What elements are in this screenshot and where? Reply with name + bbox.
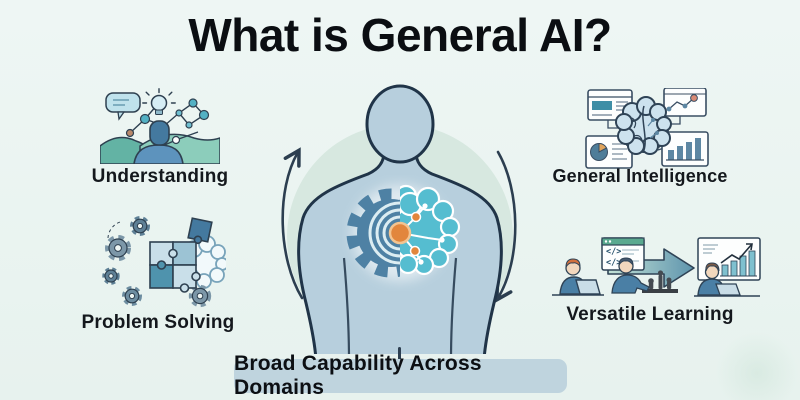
code-symbol: </> — [606, 258, 621, 268]
window-scatter-chart-icon — [663, 88, 707, 117]
versatile-learning-icon: </> </> — [552, 237, 761, 297]
brain-center-icon — [615, 96, 672, 155]
feature-label-general-intelligence: General Intelligence — [552, 166, 728, 186]
gears-icon — [102, 216, 212, 308]
brain-half-icon — [400, 184, 461, 276]
code-symbol: </> — [606, 247, 621, 257]
caption-banner: Broad Capability Across Domains — [234, 352, 567, 399]
understanding-icon — [100, 88, 220, 164]
head — [365, 84, 435, 164]
page-title: What is General AI? — [188, 9, 612, 61]
center-figure-graphic — [281, 84, 517, 354]
caption-text: Broad Capability Across Domains — [234, 352, 482, 399]
coder-person-icon — [552, 258, 604, 296]
window-pie-chart-icon — [585, 135, 633, 169]
feature-label-problem-solving: Problem Solving — [81, 312, 235, 333]
problem-solving-icon — [102, 216, 226, 308]
gear-half-icon — [346, 188, 400, 278]
feature-label-understanding: Understanding — [91, 166, 229, 187]
feature-label-versatile-learning: Versatile Learning — [566, 304, 734, 325]
general-intelligence-icon — [585, 88, 709, 169]
transfer-arrow-icon — [607, 248, 695, 288]
analyst-person-icon — [694, 262, 760, 297]
person-bust — [133, 120, 184, 164]
lightbulb-icon — [142, 88, 176, 115]
chess-player-icon — [611, 257, 678, 294]
cycle-arrow-left-icon — [281, 147, 304, 300]
puzzle-pieces-icon — [149, 217, 213, 293]
connector-line — [398, 347, 401, 361]
speech-bubble-icon — [105, 92, 141, 121]
core-orange-node — [388, 221, 412, 245]
cycle-arrow-right-icon — [495, 150, 517, 303]
window-browser-icon — [587, 89, 633, 121]
window-bar-chart-icon — [661, 131, 709, 167]
